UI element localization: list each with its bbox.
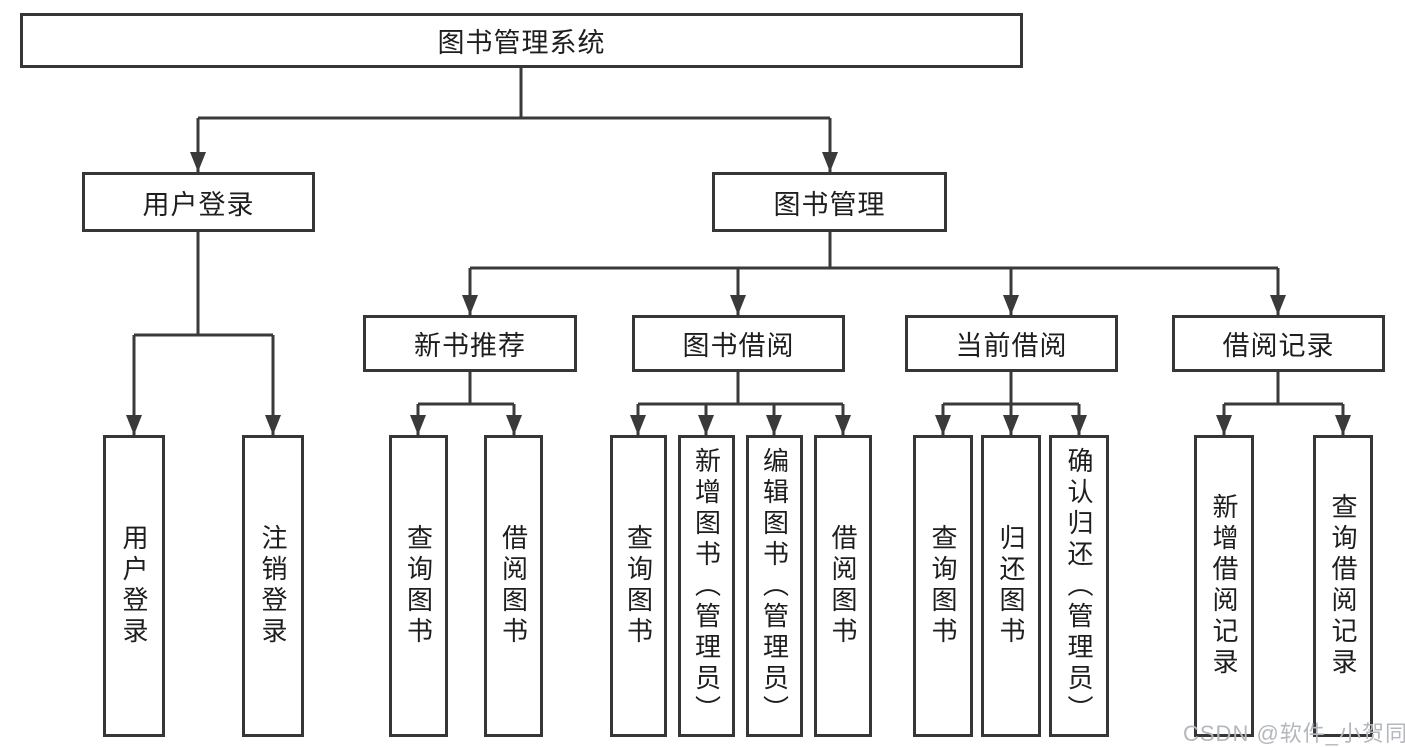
connector-book-borrow xyxy=(638,372,843,406)
node-borrow-records: 借阅记录 xyxy=(1172,315,1385,372)
leaf-recommend-query-book: 查询图书 xyxy=(389,435,448,737)
connector-borrow-records xyxy=(1224,372,1343,406)
leaf-user-login: 用户登录 xyxy=(103,435,165,737)
leaf-borrow-borrow-book: 借阅图书 xyxy=(814,435,872,737)
leaf-borrow-edit-book: 编辑图书（管理员） xyxy=(746,435,803,737)
node-root: 图书管理系统 xyxy=(20,13,1023,68)
leaf-logout: 注销登录 xyxy=(242,435,304,737)
node-book-borrow: 图书借阅 xyxy=(632,315,845,372)
watermark: CSDN @软件_小贺同学 xyxy=(1183,721,1405,746)
leaf-current-return-book: 归还图书 xyxy=(981,435,1041,737)
leaf-current-confirm-return: 确认归还（管理员） xyxy=(1049,435,1109,737)
node-new-book-recommend: 新书推荐 xyxy=(363,315,577,372)
connector-book-management xyxy=(470,232,1278,270)
connector-root xyxy=(198,68,830,120)
connector-current-borrow xyxy=(943,372,1079,406)
leaf-records-query-record: 查询借阅记录 xyxy=(1313,435,1373,737)
node-current-borrow: 当前借阅 xyxy=(905,315,1118,372)
connector-new-book-recommend xyxy=(418,372,514,406)
leaf-current-query-book: 查询图书 xyxy=(913,435,973,737)
node-user-login: 用户登录 xyxy=(82,172,315,232)
node-book-management: 图书管理 xyxy=(712,172,947,232)
leaf-borrow-add-book: 新增图书（管理员） xyxy=(678,435,735,737)
connector-user-login xyxy=(134,232,273,337)
leaf-records-add-record: 新增借阅记录 xyxy=(1194,435,1254,737)
leaf-borrow-query-book: 查询图书 xyxy=(610,435,667,737)
leaf-recommend-borrow-book: 借阅图书 xyxy=(484,435,543,737)
